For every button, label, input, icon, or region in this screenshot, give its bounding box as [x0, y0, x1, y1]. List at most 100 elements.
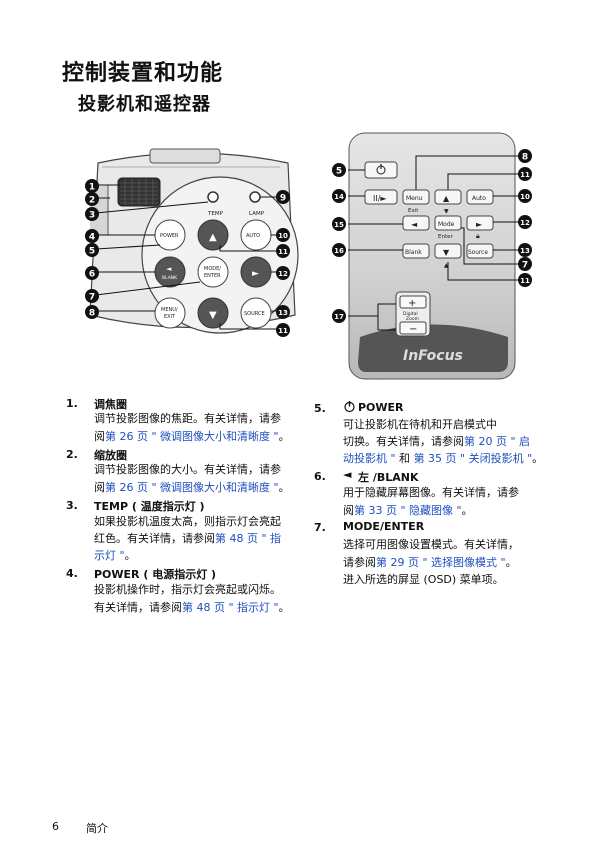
- text-run: 有关详情，请参阅: [94, 601, 182, 614]
- remote-menu-exit-button[interactable]: Menu: [402, 189, 430, 205]
- callout-badge: 16: [334, 247, 344, 255]
- svg-text:POWER: POWER: [160, 233, 179, 239]
- page-number: 6: [52, 820, 59, 833]
- remote-up-button[interactable]: ▲: [434, 189, 462, 205]
- callout-badge: 7: [89, 293, 95, 303]
- projector-blank-button[interactable]: ◄ BLANK: [154, 256, 186, 288]
- remote-left-button[interactable]: ◄: [402, 215, 430, 231]
- cross-reference-link[interactable]: 第 33 页 " 隐藏图像 ": [354, 504, 462, 517]
- remote-digital-zoom-buttons[interactable]: + − Digital Zoom: [395, 291, 431, 337]
- svg-text:Blank: Blank: [405, 249, 422, 256]
- callout-badge: 6: [89, 270, 95, 280]
- svg-text:▲: ▲: [443, 194, 450, 203]
- remote-mode-enter-button[interactable]: Mode: [434, 215, 462, 231]
- item-number: 7.: [314, 521, 326, 534]
- item-text: 如果投影机温度太高，则指示灯会亮起: [94, 515, 281, 528]
- svg-text:▲: ▲: [209, 232, 217, 243]
- projector-illustration: TEMP LAMP POWER ▲ AUTO ◄ BLANK MODE/ ENT…: [89, 148, 299, 334]
- item-heading: POWER ( 电源指示灯 ): [94, 568, 217, 581]
- svg-text:►: ►: [252, 269, 259, 279]
- callout-badge: 11: [278, 327, 288, 335]
- page-title: 控制装置和功能: [62, 61, 224, 86]
- remote-down-button[interactable]: ▼: [434, 243, 462, 259]
- text-run: 红色。有关详情，请参阅: [94, 532, 215, 545]
- projector-source-button[interactable]: SOURCE: [240, 297, 272, 329]
- item-text: 调节投影图像的大小。有关详情，请参: [94, 463, 281, 476]
- text-run: 。: [278, 430, 290, 443]
- svg-text:EXIT: EXIT: [164, 314, 176, 320]
- item-heading: POWER: [358, 401, 404, 414]
- item-text: 请参阅第 29 页 " 选择图像模式 "。: [343, 555, 517, 570]
- svg-text:Zoom: Zoom: [406, 316, 419, 322]
- keystone-down-icon: ▲: [444, 262, 449, 269]
- item-text: 进入所选的屏显 (OSD) 菜单项。: [343, 573, 504, 586]
- item-number: 1.: [66, 397, 78, 410]
- projector-up-button[interactable]: ▲: [197, 219, 229, 251]
- item-heading: 调焦圈: [94, 398, 127, 411]
- cross-reference-link[interactable]: 第 26 页 " 微调图像大小和清晰度 ": [105, 430, 279, 443]
- text-run: 阅: [343, 504, 354, 517]
- callout-badge: 2: [89, 196, 95, 206]
- svg-text:▼: ▼: [443, 248, 450, 257]
- projector-down-button[interactable]: ▼: [197, 297, 229, 329]
- callout-badge: 8: [89, 309, 95, 319]
- power-icon: [344, 401, 355, 413]
- cross-reference-link[interactable]: 第 20 页 " 启: [464, 435, 531, 448]
- remote-right-button[interactable]: ►: [466, 215, 494, 231]
- callout-badge: 12: [520, 219, 530, 227]
- svg-text:MODE/: MODE/: [204, 266, 221, 272]
- remote-source-button[interactable]: Source: [466, 243, 494, 259]
- cross-reference-link[interactable]: 第 26 页 " 微调图像大小和清晰度 ": [105, 481, 279, 494]
- remote-auto-button[interactable]: Auto: [466, 189, 494, 205]
- remote-blank-button[interactable]: Blank: [402, 243, 430, 259]
- svg-text:+: +: [408, 298, 416, 309]
- projector-right-button[interactable]: ►: [240, 256, 272, 288]
- svg-text:BLANK: BLANK: [162, 275, 178, 281]
- remote-exit-label: Exit: [408, 208, 419, 214]
- cross-reference-link[interactable]: 第 29 页 " 选择图像模式 ": [376, 556, 506, 569]
- item-text: 可让投影机在待机和开启模式中: [343, 418, 497, 431]
- item-text: 红色。有关详情，请参阅第 48 页 " 指: [94, 531, 281, 546]
- svg-text:II/►: II/►: [373, 194, 387, 203]
- text-run: 切换。有关详情，请参阅: [343, 435, 464, 448]
- remote-illustration: InFocus II/► Menu Exit ▲ ▼ Auto ◄ Mode E…: [348, 132, 518, 380]
- cross-reference-link[interactable]: 第 35 页 " 关闭投影机 ": [413, 452, 533, 465]
- lamp-led-icon: [249, 191, 261, 203]
- projector-mode-enter-button[interactable]: MODE/ ENTER: [197, 256, 229, 288]
- text-run: 。: [124, 549, 136, 562]
- callout-badge: 8: [522, 153, 528, 163]
- item-heading: 缩放圈: [94, 449, 127, 462]
- svg-text:◄: ◄: [166, 265, 172, 273]
- item-heading: TEMP ( 温度指示灯 ): [94, 500, 205, 513]
- callout-badge: 4: [89, 233, 95, 243]
- svg-text:ENTER: ENTER: [204, 273, 221, 279]
- item-number: 6.: [314, 470, 326, 483]
- item-text: 阅第 26 页 " 微调图像大小和清晰度 "。: [94, 429, 290, 444]
- cross-reference-link[interactable]: 第 48 页 " 指: [215, 532, 282, 545]
- svg-text:Source: Source: [468, 250, 488, 256]
- svg-text:►: ►: [476, 220, 483, 229]
- cross-reference-link[interactable]: 动投影机 ": [343, 452, 396, 465]
- svg-text:◄: ◄: [411, 220, 418, 229]
- item-text: 选择可用图像设置模式。有关详情，: [343, 538, 519, 551]
- text-run: 。: [278, 481, 290, 494]
- cross-reference-link[interactable]: 第 48 页 " 指示灯 ": [182, 601, 279, 614]
- callout-badge: 11: [520, 171, 530, 179]
- projector-menu-exit-button[interactable]: MENU/ EXIT: [154, 297, 186, 329]
- remote-power-button[interactable]: [364, 161, 398, 179]
- text-run: 。: [505, 556, 517, 569]
- cross-reference-link[interactable]: 示灯 ": [94, 549, 125, 562]
- remote-freeze-button[interactable]: II/►: [364, 189, 398, 205]
- svg-text:MENU/: MENU/: [161, 307, 178, 313]
- text-run: 阅: [94, 481, 105, 494]
- item-text: 动投影机 " 和 第 35 页 " 关闭投影机 "。: [343, 451, 543, 466]
- svg-text:Mode: Mode: [438, 221, 455, 228]
- svg-text:Menu: Menu: [406, 195, 423, 202]
- item-heading: MODE/ENTER: [343, 520, 425, 533]
- projector-auto-button[interactable]: AUTO: [240, 219, 272, 251]
- svg-text:AUTO: AUTO: [246, 233, 260, 239]
- text-run: 。: [532, 452, 544, 465]
- lock-icon: 🔒︎: [476, 232, 480, 240]
- text-run: 请参阅: [343, 556, 376, 569]
- item-text: 阅第 33 页 " 隐藏图像 "。: [343, 503, 473, 518]
